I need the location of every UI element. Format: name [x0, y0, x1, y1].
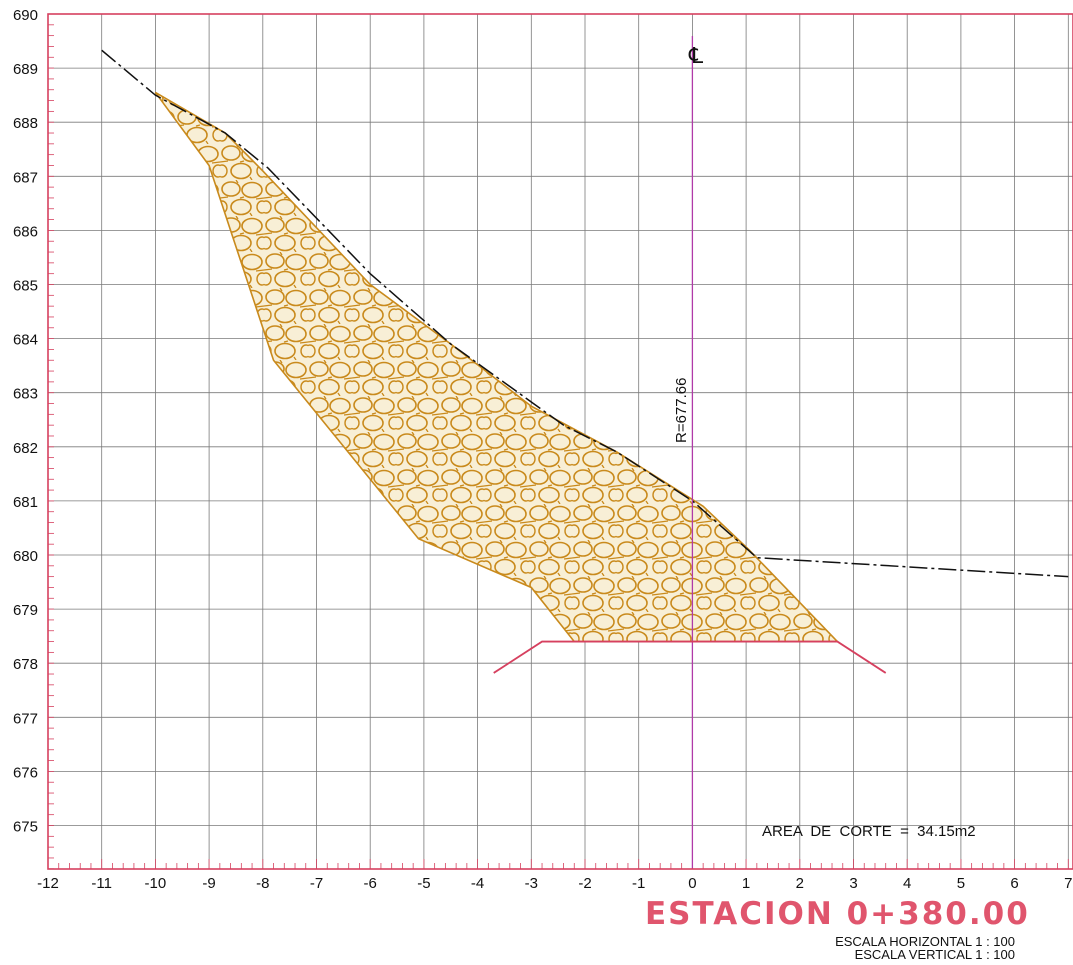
y-tick-label: 680 [13, 548, 38, 565]
cut-area [154, 91, 840, 643]
y-tick-label: 679 [13, 602, 38, 619]
cut-area-polygon [154, 91, 840, 643]
x-tick-label: 1 [742, 875, 750, 892]
y-tick-label: 689 [13, 61, 38, 78]
x-tick-label: -6 [364, 875, 377, 892]
x-tick-label: -4 [471, 875, 484, 892]
x-tick-label: -7 [310, 875, 323, 892]
road-template [493, 640, 887, 674]
x-tick-label: 6 [1010, 875, 1018, 892]
x-tick-label: 7 [1064, 875, 1072, 892]
x-tick-label: 5 [957, 875, 965, 892]
y-tick-label: 688 [13, 115, 38, 132]
y-tick-label: 684 [13, 332, 38, 349]
station-title: ESTACION 0+380.00 [645, 896, 1030, 932]
x-tick-label: -9 [202, 875, 215, 892]
y-tick-label: 686 [13, 223, 38, 240]
y-tick-label: 690 [13, 7, 38, 24]
y-tick-label: 682 [13, 440, 38, 457]
y-tick-label: 677 [13, 710, 38, 727]
y-tick-label: 681 [13, 494, 38, 511]
section-lines [101, 36, 1069, 869]
centerline-symbol: ℄ [688, 43, 704, 68]
drawing-frame [47, 13, 1073, 870]
x-tick-label: -12 [37, 875, 59, 892]
y-tick-label: 676 [13, 764, 38, 781]
x-tick-label: 0 [688, 875, 696, 892]
y-tick-label: 687 [13, 169, 38, 186]
x-tick-label: 2 [796, 875, 804, 892]
radius-label: R=677.66 [673, 378, 690, 443]
horizontal-scale: ESCALA HORIZONTAL 1 : 100 [835, 934, 1015, 949]
x-tick-label: -10 [145, 875, 167, 892]
x-tick-label: -1 [632, 875, 645, 892]
terrain-line [101, 49, 1069, 578]
x-tick-label: -5 [417, 875, 430, 892]
cut-area-label: AREA DE CORTE = 34.15m2 [762, 823, 976, 840]
y-tick-label: 675 [13, 819, 38, 836]
x-tick-label: -2 [578, 875, 591, 892]
minor-ticks [47, 24, 1069, 870]
x-tick-label: -11 [91, 875, 112, 892]
vertical-scale: ESCALA VERTICAL 1 : 100 [854, 947, 1015, 962]
x-tick-label: -3 [525, 875, 538, 892]
x-tick-label: 3 [849, 875, 857, 892]
x-tick-label: -8 [256, 875, 269, 892]
y-tick-label: 683 [13, 386, 38, 403]
x-tick-label: 4 [903, 875, 911, 892]
y-tick-label: 678 [13, 656, 38, 673]
y-tick-label: 685 [13, 278, 38, 295]
